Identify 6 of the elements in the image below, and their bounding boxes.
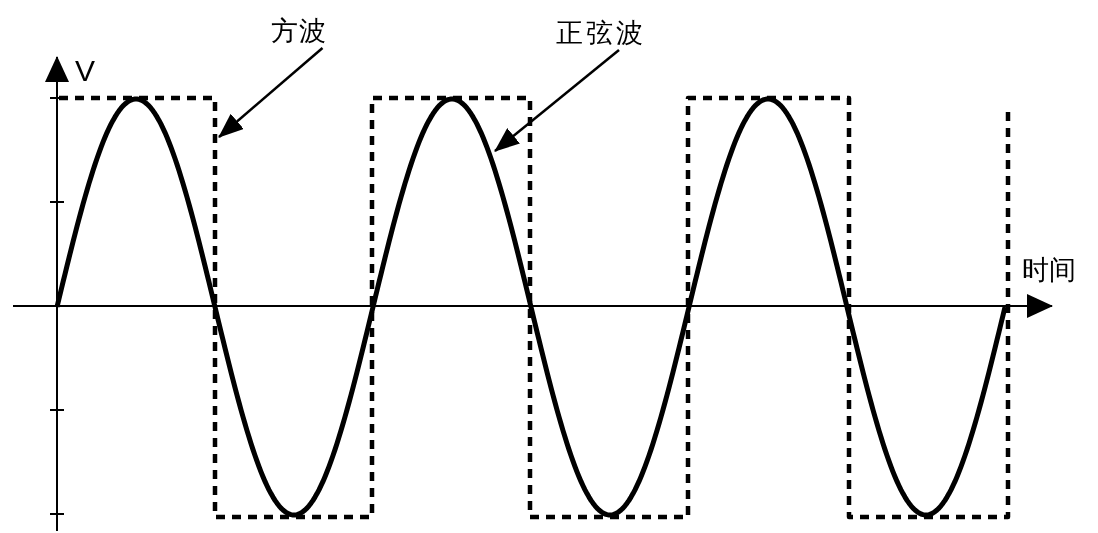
leader-arrow <box>494 49 620 152</box>
wave-label: 正弦波 <box>556 19 646 46</box>
axis-label: V <box>75 56 95 86</box>
leader-arrow <box>218 47 324 138</box>
axis-label: 时间 <box>1022 256 1076 283</box>
wave-label: 方波 <box>271 17 327 44</box>
